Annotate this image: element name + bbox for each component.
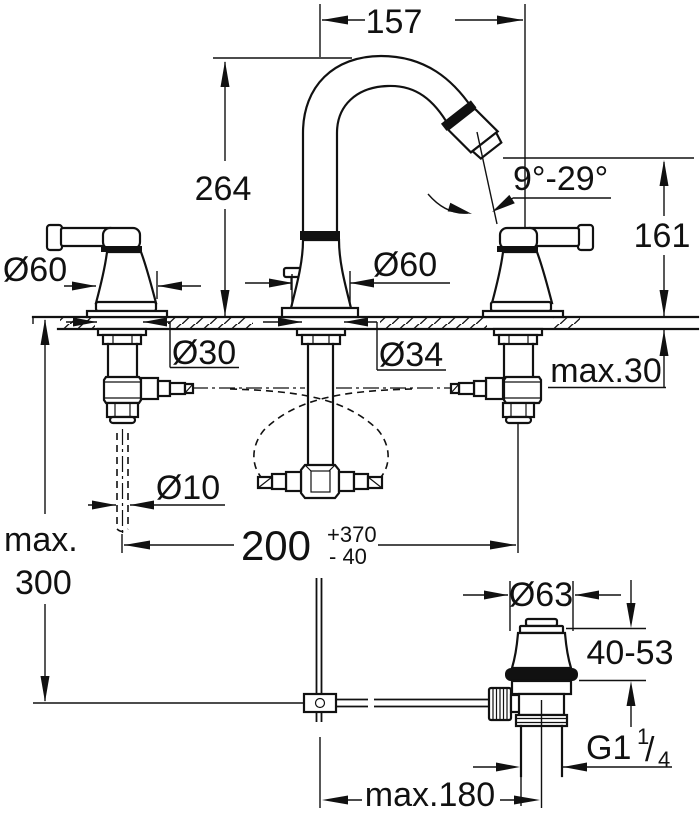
- dim-hole-spacing-tol-plus: +370: [327, 522, 377, 547]
- dim-hole-spacing-label: 200: [241, 522, 311, 569]
- dim-depth-max300: max. 300: [4, 319, 78, 702]
- dim-waste-offset-label: max.180: [365, 776, 495, 814]
- dim-side-hole-label: Ø30: [172, 334, 236, 372]
- right-valve-assembly: [449, 327, 544, 425]
- dim-thread-prefix-label: G1: [586, 729, 631, 767]
- dim-outlet-height-161: 161: [503, 157, 694, 316]
- dim-waste-flange-63: Ø63: [463, 576, 621, 631]
- right-handle-ring: [497, 246, 538, 252]
- pop-up-rod-assembly: [33, 578, 522, 722]
- drain-waste-assembly: [505, 617, 578, 808]
- dim-thread-numerator-label: 1: [637, 724, 649, 749]
- dim-spout-reach-157: 157: [319, 3, 526, 228]
- dim-waste-thread-g114: G1 1 / 4: [473, 724, 672, 772]
- dim-waste-clamp-40-53: 40-53: [566, 580, 673, 727]
- pull-rod-hole-dashed: [116, 429, 129, 535]
- dim-stream-angle: 9°-29°: [427, 131, 611, 225]
- left-valve-assembly: [96, 327, 195, 535]
- dim-thread-denominator-label: 4: [658, 747, 670, 772]
- dim-side-hole-30: Ø30: [66, 317, 239, 372]
- dim-height-264: 264: [195, 57, 352, 316]
- center-shank-assembly: [192, 327, 452, 500]
- waste-pipe: [519, 724, 564, 778]
- spout-inner-edge: [335, 84, 451, 237]
- dim-waste-offset-max180: max.180: [319, 737, 540, 814]
- tee-fitting: [299, 463, 341, 500]
- dim-handle-dia-label: Ø60: [3, 251, 67, 289]
- rod-clamp: [302, 692, 338, 714]
- dim-pull-rod-hole-10: Ø10: [88, 469, 225, 510]
- dim-thread-slash-label: /: [645, 731, 655, 769]
- waste-gasket: [505, 668, 578, 681]
- spout: [280, 54, 503, 319]
- dim-spout-base-dia-60: Ø60: [245, 246, 450, 306]
- right-handle-lever-end: [576, 223, 595, 252]
- dim-depth-value-label: 300: [15, 564, 72, 602]
- stream-direction-line: [476, 131, 498, 225]
- dim-waste-flange-label: Ø63: [509, 576, 573, 614]
- dim-spout-base-dia-label: Ø60: [373, 246, 437, 284]
- spout-ring: [300, 231, 340, 240]
- dim-deck-thickness-label: max.30: [550, 352, 662, 390]
- dim-depth-word-label: max.: [4, 521, 78, 559]
- right-handle: [481, 223, 595, 319]
- left-handle-lever-end: [45, 223, 64, 252]
- spout-outer-edge: [301, 54, 474, 237]
- dim-center-hole-label: Ø34: [379, 336, 443, 374]
- dim-outlet-height-label: 161: [634, 217, 691, 255]
- spout-aerator: [440, 100, 503, 161]
- dim-waste-clamp-label: 40-53: [587, 634, 674, 672]
- left-handle-ring: [101, 246, 142, 252]
- dim-spout-reach-label: 157: [366, 3, 423, 41]
- left-handle: [45, 223, 169, 319]
- dim-hole-spacing-200: 200 +370 - 40: [121, 424, 519, 569]
- dim-height-label: 264: [195, 170, 252, 208]
- dim-deck-thickness-max30: max.30: [548, 330, 669, 390]
- dim-stream-angle-label: 9°-29°: [513, 160, 608, 198]
- dim-handle-dia-60: Ø60: [3, 251, 201, 299]
- dim-hole-spacing-tol-minus: - 40: [329, 544, 367, 569]
- dim-pull-rod-hole-label: Ø10: [156, 469, 220, 507]
- dim-center-hole-34: Ø34: [263, 317, 446, 374]
- waste-upper-body: [510, 631, 573, 670]
